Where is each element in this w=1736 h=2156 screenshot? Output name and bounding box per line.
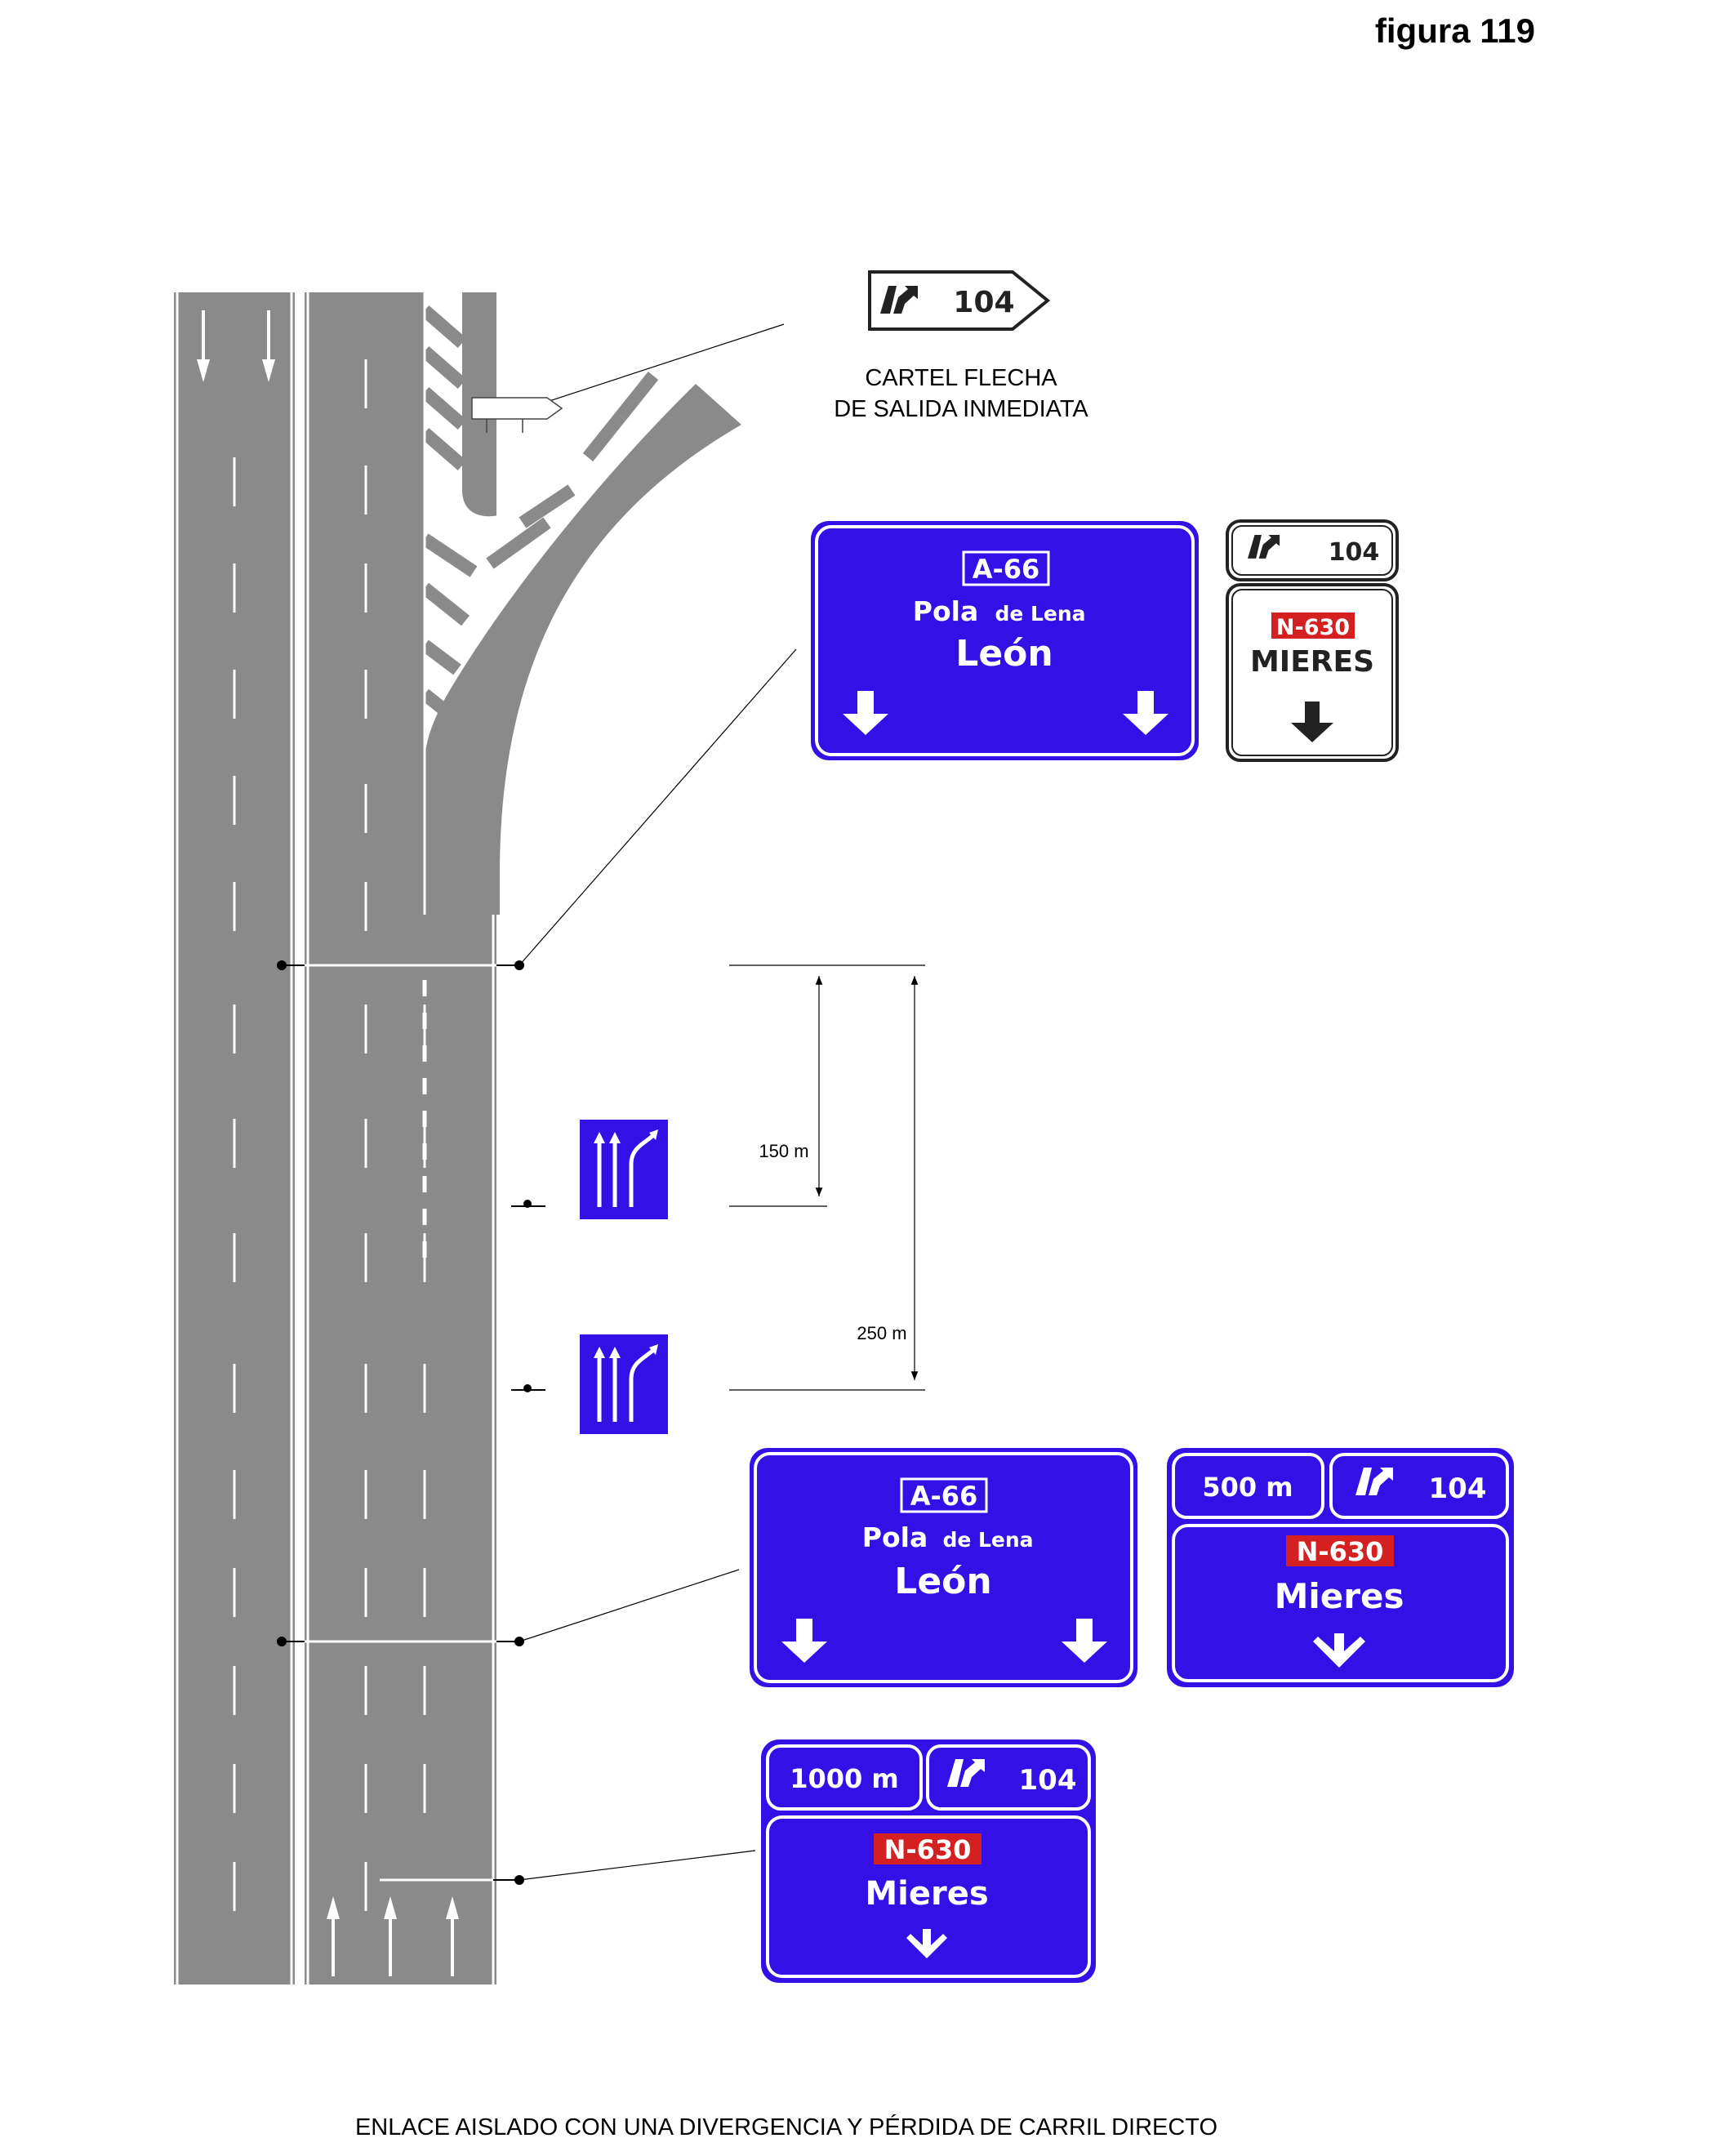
gore-exit-arrow-marker xyxy=(471,397,563,433)
distance: 1000 m xyxy=(790,1763,899,1794)
destination-big: Pola xyxy=(913,595,978,627)
destination-small: de Lena xyxy=(995,602,1085,626)
lane-arrow-sign-2 xyxy=(580,1334,668,1434)
gantry-lines xyxy=(305,964,496,1882)
edge-lines xyxy=(176,292,495,1984)
gore-hatching xyxy=(420,305,659,716)
road-layout xyxy=(174,292,797,1984)
direction-arrows-opposite xyxy=(197,310,275,382)
distance-250: 250 m xyxy=(857,1323,906,1343)
exit-arrow-label-2: DE SALIDA INMEDIATA xyxy=(834,396,1088,422)
arrow-down-icon xyxy=(1313,1633,1365,1668)
lane-dashes-main xyxy=(364,359,426,1911)
exit-ramp xyxy=(425,384,741,915)
road-code: A-66 xyxy=(973,554,1040,585)
exit-arrow-label-1: CARTEL FLECHA xyxy=(865,365,1057,391)
road-code: N-630 xyxy=(1276,615,1350,640)
advance-lane-sign: A-66 Pola de Lena León xyxy=(750,1448,1137,1687)
destination: Mieres xyxy=(1275,1576,1404,1616)
advance-exit-sign-1000: 1000 m 104 N-630 Mieres xyxy=(761,1740,1096,1983)
advance-exit-sign-500: 500 m 104 N-630 Mieres xyxy=(1167,1448,1514,1687)
exit-arrow-sign: 104 xyxy=(868,270,1051,331)
exit-arrow-number: 104 xyxy=(953,286,1014,319)
distance-150: 150 m xyxy=(759,1141,808,1161)
lane-arrows-icon xyxy=(597,1348,655,1422)
lane-arrow-sign-1 xyxy=(580,1120,668,1219)
gore-exit-sign: 104 N-630 MIERES xyxy=(1226,519,1399,762)
road-code: N-630 xyxy=(1297,1536,1384,1567)
direction-arrows-main xyxy=(327,1896,459,1976)
arrow-down-icon xyxy=(906,1929,947,1958)
figure-label: figura 119 xyxy=(1375,11,1535,50)
destination-main: León xyxy=(894,1561,991,1602)
distance: 500 m xyxy=(1202,1472,1293,1503)
destination: Mieres xyxy=(865,1875,988,1913)
exit-number: 104 xyxy=(1019,1764,1077,1797)
destination-big: Pola xyxy=(862,1521,928,1553)
sign-post-markers xyxy=(277,960,545,1885)
destination-small: de Lena xyxy=(942,1528,1033,1552)
lane-arrows-icon xyxy=(597,1134,655,1207)
destination: MIERES xyxy=(1250,645,1374,679)
destination-main: León xyxy=(955,633,1053,675)
road-code: N-630 xyxy=(884,1834,972,1865)
lane-gore-sign: A-66 Pola de Lena León xyxy=(811,521,1199,760)
arrow-down-icon xyxy=(1291,702,1333,742)
dimension-lines xyxy=(729,964,925,1391)
exit-number: 104 xyxy=(1329,538,1380,567)
figure-caption: ENLACE AISLADO CON UNA DIVERGENCIA Y PÉR… xyxy=(355,2114,1217,2140)
road-code: A-66 xyxy=(910,1481,978,1512)
leader-lines xyxy=(514,323,797,1881)
exit-number: 104 xyxy=(1429,1472,1487,1505)
